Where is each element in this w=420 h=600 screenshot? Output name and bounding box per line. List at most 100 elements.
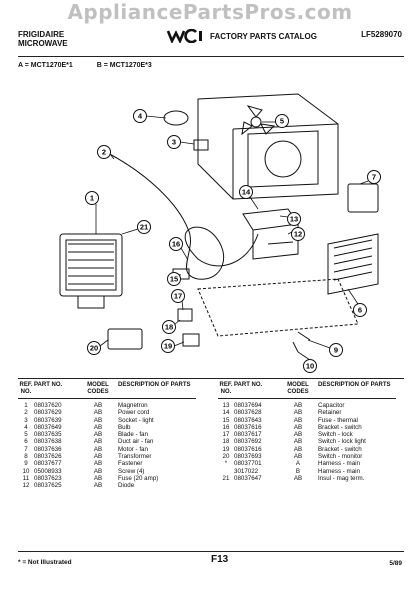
brand-block: FRIGIDAIRE MICROWAVE <box>18 30 68 48</box>
lock-switch-drawing <box>177 308 193 322</box>
part-cell: 08037639 <box>34 416 62 424</box>
svg-text:17: 17 <box>174 292 182 301</box>
svg-text:4: 4 <box>138 112 143 121</box>
desc-cell: Insul - mag term. <box>318 474 365 482</box>
callout-17: 17 <box>171 289 185 303</box>
part-cell: 08037693 <box>234 453 262 461</box>
col-model: MODEL CODES <box>87 382 109 395</box>
ref-cell: 11 <box>22 474 30 482</box>
fan-motor-drawing <box>347 183 379 213</box>
desc-cell: Harness - main <box>318 467 360 475</box>
base-plate-outline <box>197 278 359 337</box>
code-cell: AB <box>93 409 103 417</box>
ref-cell: 10 <box>22 467 30 475</box>
catalog-number: LF5289070 <box>361 30 402 39</box>
svg-text:13: 13 <box>290 215 298 224</box>
callout-18: 18 <box>162 320 176 334</box>
ref-cell: 9 <box>24 460 28 468</box>
code-cell: AB <box>293 453 303 461</box>
monitor-switch-drawing <box>182 333 200 347</box>
code-cell: AB <box>93 453 103 461</box>
ref-cell: 6 <box>24 438 28 446</box>
desc-cell: Bracket - switch <box>318 423 362 431</box>
svg-text:1: 1 <box>90 194 94 203</box>
table-header-right: REF. NO. PART NO. MODEL CODES DESCRIPTIO… <box>218 382 396 399</box>
callout-14: 14 <box>239 185 253 199</box>
callout-21: 21 <box>137 220 151 234</box>
ref-cell: 18 <box>222 438 230 446</box>
code-cell: AB <box>293 423 303 431</box>
callout-13: 13 <box>287 212 301 226</box>
part-cell: 08037677 <box>34 460 62 468</box>
model-legend: A = MCT1270E*1 B = MCT1270E*3 <box>18 62 174 69</box>
callout-15: 15 <box>167 272 181 286</box>
col-model: MODEL CODES <box>287 382 309 395</box>
table-divider <box>18 378 404 379</box>
part-cell: 08037629 <box>34 409 62 417</box>
svg-text:20: 20 <box>90 344 98 353</box>
model-a: A = MCT1270E*1 <box>18 62 73 69</box>
svg-text:3: 3 <box>172 138 176 147</box>
col-part: PART NO. <box>234 382 263 388</box>
desc-cell: Diode <box>118 482 135 490</box>
ref-cell: 5 <box>24 431 28 439</box>
code-cell: AB <box>93 438 103 446</box>
callout-12: 12 <box>291 227 305 241</box>
transformer-drawing <box>327 233 379 295</box>
magnetron-drawing <box>59 233 123 309</box>
part-cell: 3017022 <box>234 467 259 475</box>
desc-cell: Screw (4) <box>118 467 145 475</box>
part-cell: 08037636 <box>34 445 62 453</box>
desc-cell: Fastener <box>118 460 143 468</box>
footer-divider <box>18 551 404 552</box>
part-cell: 08037692 <box>234 438 262 446</box>
footnote: * = Not Illustrated <box>18 559 72 566</box>
ref-cell: 1 <box>24 402 28 409</box>
code-cell: AB <box>93 402 103 409</box>
callout-20: 20 <box>87 341 101 355</box>
svg-text:12: 12 <box>294 230 302 239</box>
ref-cell: 17 <box>222 431 230 439</box>
fastener-drawing <box>297 331 311 341</box>
part-cell: 08037617 <box>234 431 262 439</box>
table-header-left: REF. NO. PART NO. MODEL CODES DESCRIPTIO… <box>18 382 196 399</box>
ref-cell: 4 <box>24 423 28 431</box>
brand-line-2: MICROWAVE <box>18 39 68 48</box>
catalog-title: FACTORY PARTS CATALOG <box>210 31 317 41</box>
col-ref: REF. NO. <box>19 382 33 395</box>
svg-text:16: 16 <box>172 240 180 249</box>
svg-text:6: 6 <box>358 306 362 315</box>
part-cell: 08037616 <box>234 445 262 453</box>
desc-cell: Bulb <box>118 423 131 431</box>
catalog-heading: FACTORY PARTS CATALOG <box>166 29 317 43</box>
part-cell: 08037628 <box>234 409 262 417</box>
model-b: B = MCT1270E*3 <box>96 62 152 69</box>
part-cell: 08037623 <box>34 474 62 482</box>
parts-table-left: REF. NO. PART NO. MODEL CODES DESCRIPTIO… <box>18 382 196 490</box>
ref-cell: * <box>224 460 228 468</box>
svg-text:14: 14 <box>242 188 251 197</box>
code-cell: AB <box>293 438 303 446</box>
code-cell: A <box>295 460 301 468</box>
callout-10: 10 <box>303 359 317 373</box>
code-cell: AB <box>93 431 103 439</box>
svg-text:19: 19 <box>164 342 172 351</box>
header-divider <box>18 56 404 57</box>
callout-2: 2 <box>97 145 111 159</box>
fan-blade-drawing <box>241 105 276 136</box>
page-number: F13 <box>211 554 229 565</box>
